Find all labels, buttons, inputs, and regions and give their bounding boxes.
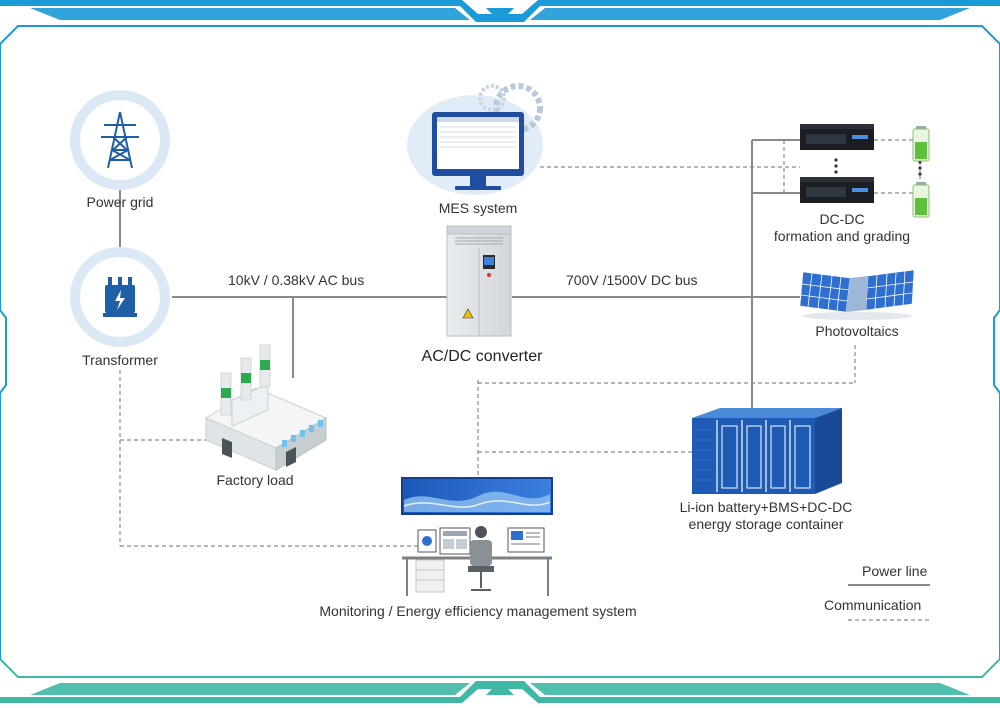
legend-power-line-label: Power line [862,563,928,579]
frame-bottom [0,658,1000,703]
dc-bus-label: 700V /1500V DC bus [566,272,698,288]
mes-system-icon [407,83,543,195]
mes-system-label: MES system [438,200,518,216]
monitoring-system-label: Monitoring / Energy efficiency managemen… [319,603,637,619]
power-grid-label: Power grid [86,194,154,210]
legend-communication-label: Communication [824,597,922,613]
transformer-label: Transformer [82,352,158,368]
battery-cell-icon [912,126,930,218]
transformer-icon [103,277,137,317]
frame-top [0,0,1000,45]
dc-dc-formation-icon [800,124,922,203]
ac-dc-converter-icon [446,225,512,337]
energy-storage-container-icon [692,408,842,494]
monitoring-system-icon [401,477,553,596]
energy-storage-label: Li-ion battery+BMS+DC-DC energy storage … [679,499,853,532]
legend [848,584,930,621]
factory-load-icon [204,344,328,471]
ac-dc-converter-label: AC/DC converter [421,348,543,365]
photovoltaics-label: Photovoltaics [815,323,899,339]
factory-load-label: Factory load [216,472,294,488]
dc-dc-formation-label: DC-DC formation and grading [773,211,911,244]
communication-lines [119,140,921,547]
ac-bus-label: 10kV / 0.38kV AC bus [228,272,365,288]
photovoltaics-icon [799,269,915,320]
transformer-node [70,247,170,347]
power-lines [119,139,800,415]
power-grid-node [70,90,170,190]
transmission-tower-icon [101,111,139,169]
frame-sides [0,44,1000,659]
